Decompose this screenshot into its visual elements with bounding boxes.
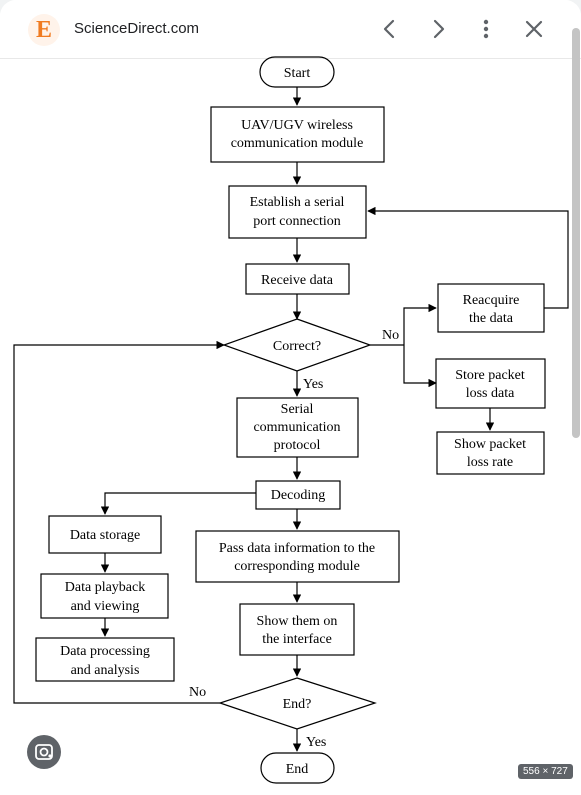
- node-storage-shape: [48, 515, 162, 554]
- node-show-line2: the interface: [262, 632, 332, 647]
- node-show-shape: [239, 603, 355, 656]
- edge-no-store: [403, 345, 437, 388]
- node-storage: Data storage: [70, 528, 140, 543]
- node-decoding: Decoding: [271, 488, 325, 503]
- node-serial-shape: [228, 185, 367, 239]
- node-protocol-line1: Serial: [281, 402, 314, 417]
- sciencedirect-logo[interactable]: E: [28, 14, 60, 46]
- node-processing-line2: and analysis: [71, 663, 140, 678]
- node-reacquire-shape: [437, 283, 545, 333]
- node-serial-line2: port connection: [253, 214, 340, 229]
- node-pass-line2: corresponding module: [234, 559, 360, 574]
- chevron-left-icon[interactable]: [377, 16, 403, 42]
- node-pass-line1: Pass data information to the: [219, 541, 375, 556]
- node-loss-line2: loss rate: [467, 455, 513, 470]
- image-dimensions-badge: 556 × 727: [518, 764, 573, 779]
- node-store-line2: loss data: [466, 386, 515, 401]
- node-playback-shape: [40, 573, 169, 619]
- node-receive: Receive data: [261, 273, 334, 288]
- node-end-question: End?: [283, 697, 312, 712]
- close-icon[interactable]: [521, 16, 547, 42]
- edge-no-reacquire: [403, 303, 437, 345]
- viewer-header: E ScienceDirect.com: [0, 0, 581, 59]
- scrollbar-thumb[interactable]: [572, 28, 580, 438]
- node-protocol-line3: protocol: [274, 438, 321, 453]
- node-protocol-shape: [236, 397, 359, 458]
- edge-label-end-no: No: [189, 685, 206, 700]
- node-playback-line2: and viewing: [71, 599, 140, 614]
- node-protocol-line2: communication: [253, 420, 340, 435]
- edge-label-end-yes: Yes: [306, 735, 326, 750]
- node-decoding-shape: [255, 480, 341, 510]
- flowchart-image: Start UAV/UGV wireless communication mod…: [0, 40, 581, 795]
- chevron-right-icon[interactable]: [425, 16, 451, 42]
- node-uav-line2: communication module: [231, 136, 364, 151]
- lens-icon[interactable]: [27, 735, 61, 769]
- node-end: End: [286, 762, 309, 777]
- node-end-shape: [260, 752, 335, 784]
- node-show-line1: Show them on: [257, 614, 338, 629]
- node-start-shape: [259, 56, 335, 88]
- more-vert-icon[interactable]: [473, 16, 499, 42]
- node-serial-line1: Establish a serial: [250, 195, 345, 210]
- node-store-line1: Store packet: [455, 368, 525, 383]
- node-processing-shape: [35, 637, 175, 682]
- edge-decoding-storage: [100, 492, 256, 515]
- edge-label-correct-no: No: [382, 328, 399, 343]
- node-reacquire-line1: Reacquire: [463, 293, 520, 308]
- node-end-q-shape: [218, 677, 377, 730]
- site-name[interactable]: ScienceDirect.com: [74, 20, 200, 37]
- node-uav-shape: [210, 106, 385, 163]
- edge-reacquire-serial: [367, 206, 569, 309]
- node-loss-shape: [436, 431, 545, 475]
- node-uav-line1: UAV/UGV wireless: [241, 118, 353, 133]
- node-store-shape: [435, 358, 546, 409]
- edge-end-no-loop: [13, 340, 225, 704]
- node-start: Start: [284, 66, 311, 81]
- node-processing-line1: Data processing: [60, 644, 150, 659]
- node-playback-line1: Data playback: [65, 580, 145, 595]
- node-correct-shape: [222, 318, 372, 372]
- node-loss-line1: Show packet: [454, 437, 526, 452]
- edge-label-correct-yes: Yes: [303, 377, 323, 392]
- node-correct: Correct?: [273, 339, 321, 354]
- node-receive-shape: [245, 263, 350, 295]
- node-pass-shape: [195, 530, 400, 583]
- node-reacquire-line2: the data: [469, 311, 514, 326]
- flowchart-svg: Start UAV/UGV wireless communication mod…: [13, 56, 569, 784]
